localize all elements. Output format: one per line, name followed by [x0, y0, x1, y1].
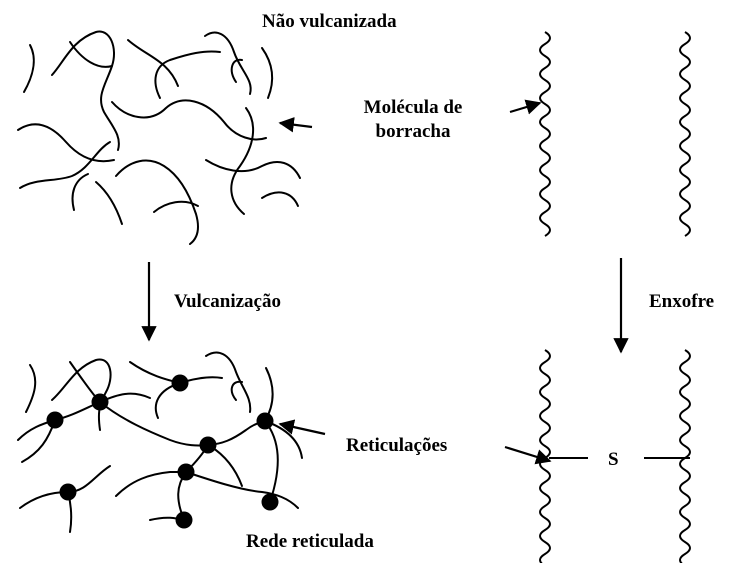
label-vulcanization: Vulcanização [174, 291, 281, 312]
rubber-molecules-top [539, 31, 691, 237]
label-sulfur: Enxofre [649, 291, 715, 312]
label-crosslinked-network: Rede reticulada [246, 531, 374, 552]
arrow-to-crosslink-network [278, 419, 326, 436]
label-rubber-molecule-line1: Molécula de [363, 97, 463, 118]
arrow-to-network-molecule [278, 117, 313, 133]
label-rubber-molecule-line2: borracha [375, 120, 451, 142]
molecule-chain-right-top [679, 31, 691, 237]
molecule-chain-left-bottom [539, 349, 551, 563]
label-unvulcanized: Não vulcanizada [262, 11, 397, 32]
unvulcanized-network [17, 30, 301, 245]
rubber-molecules-bottom [539, 349, 691, 563]
label-crosslinks: Reticulações [346, 435, 448, 456]
molecule-chain-left-top [539, 31, 551, 237]
crosslink-points [46, 374, 279, 529]
arrows [141, 99, 629, 465]
molecule-chain-right-bottom [679, 349, 691, 563]
arrow-to-chain-molecule [509, 99, 542, 115]
label-sulfur-atom: S [608, 449, 619, 470]
label-rubber-molecule: Molécula de borracha [338, 96, 488, 144]
crosslinked-network [17, 351, 303, 533]
